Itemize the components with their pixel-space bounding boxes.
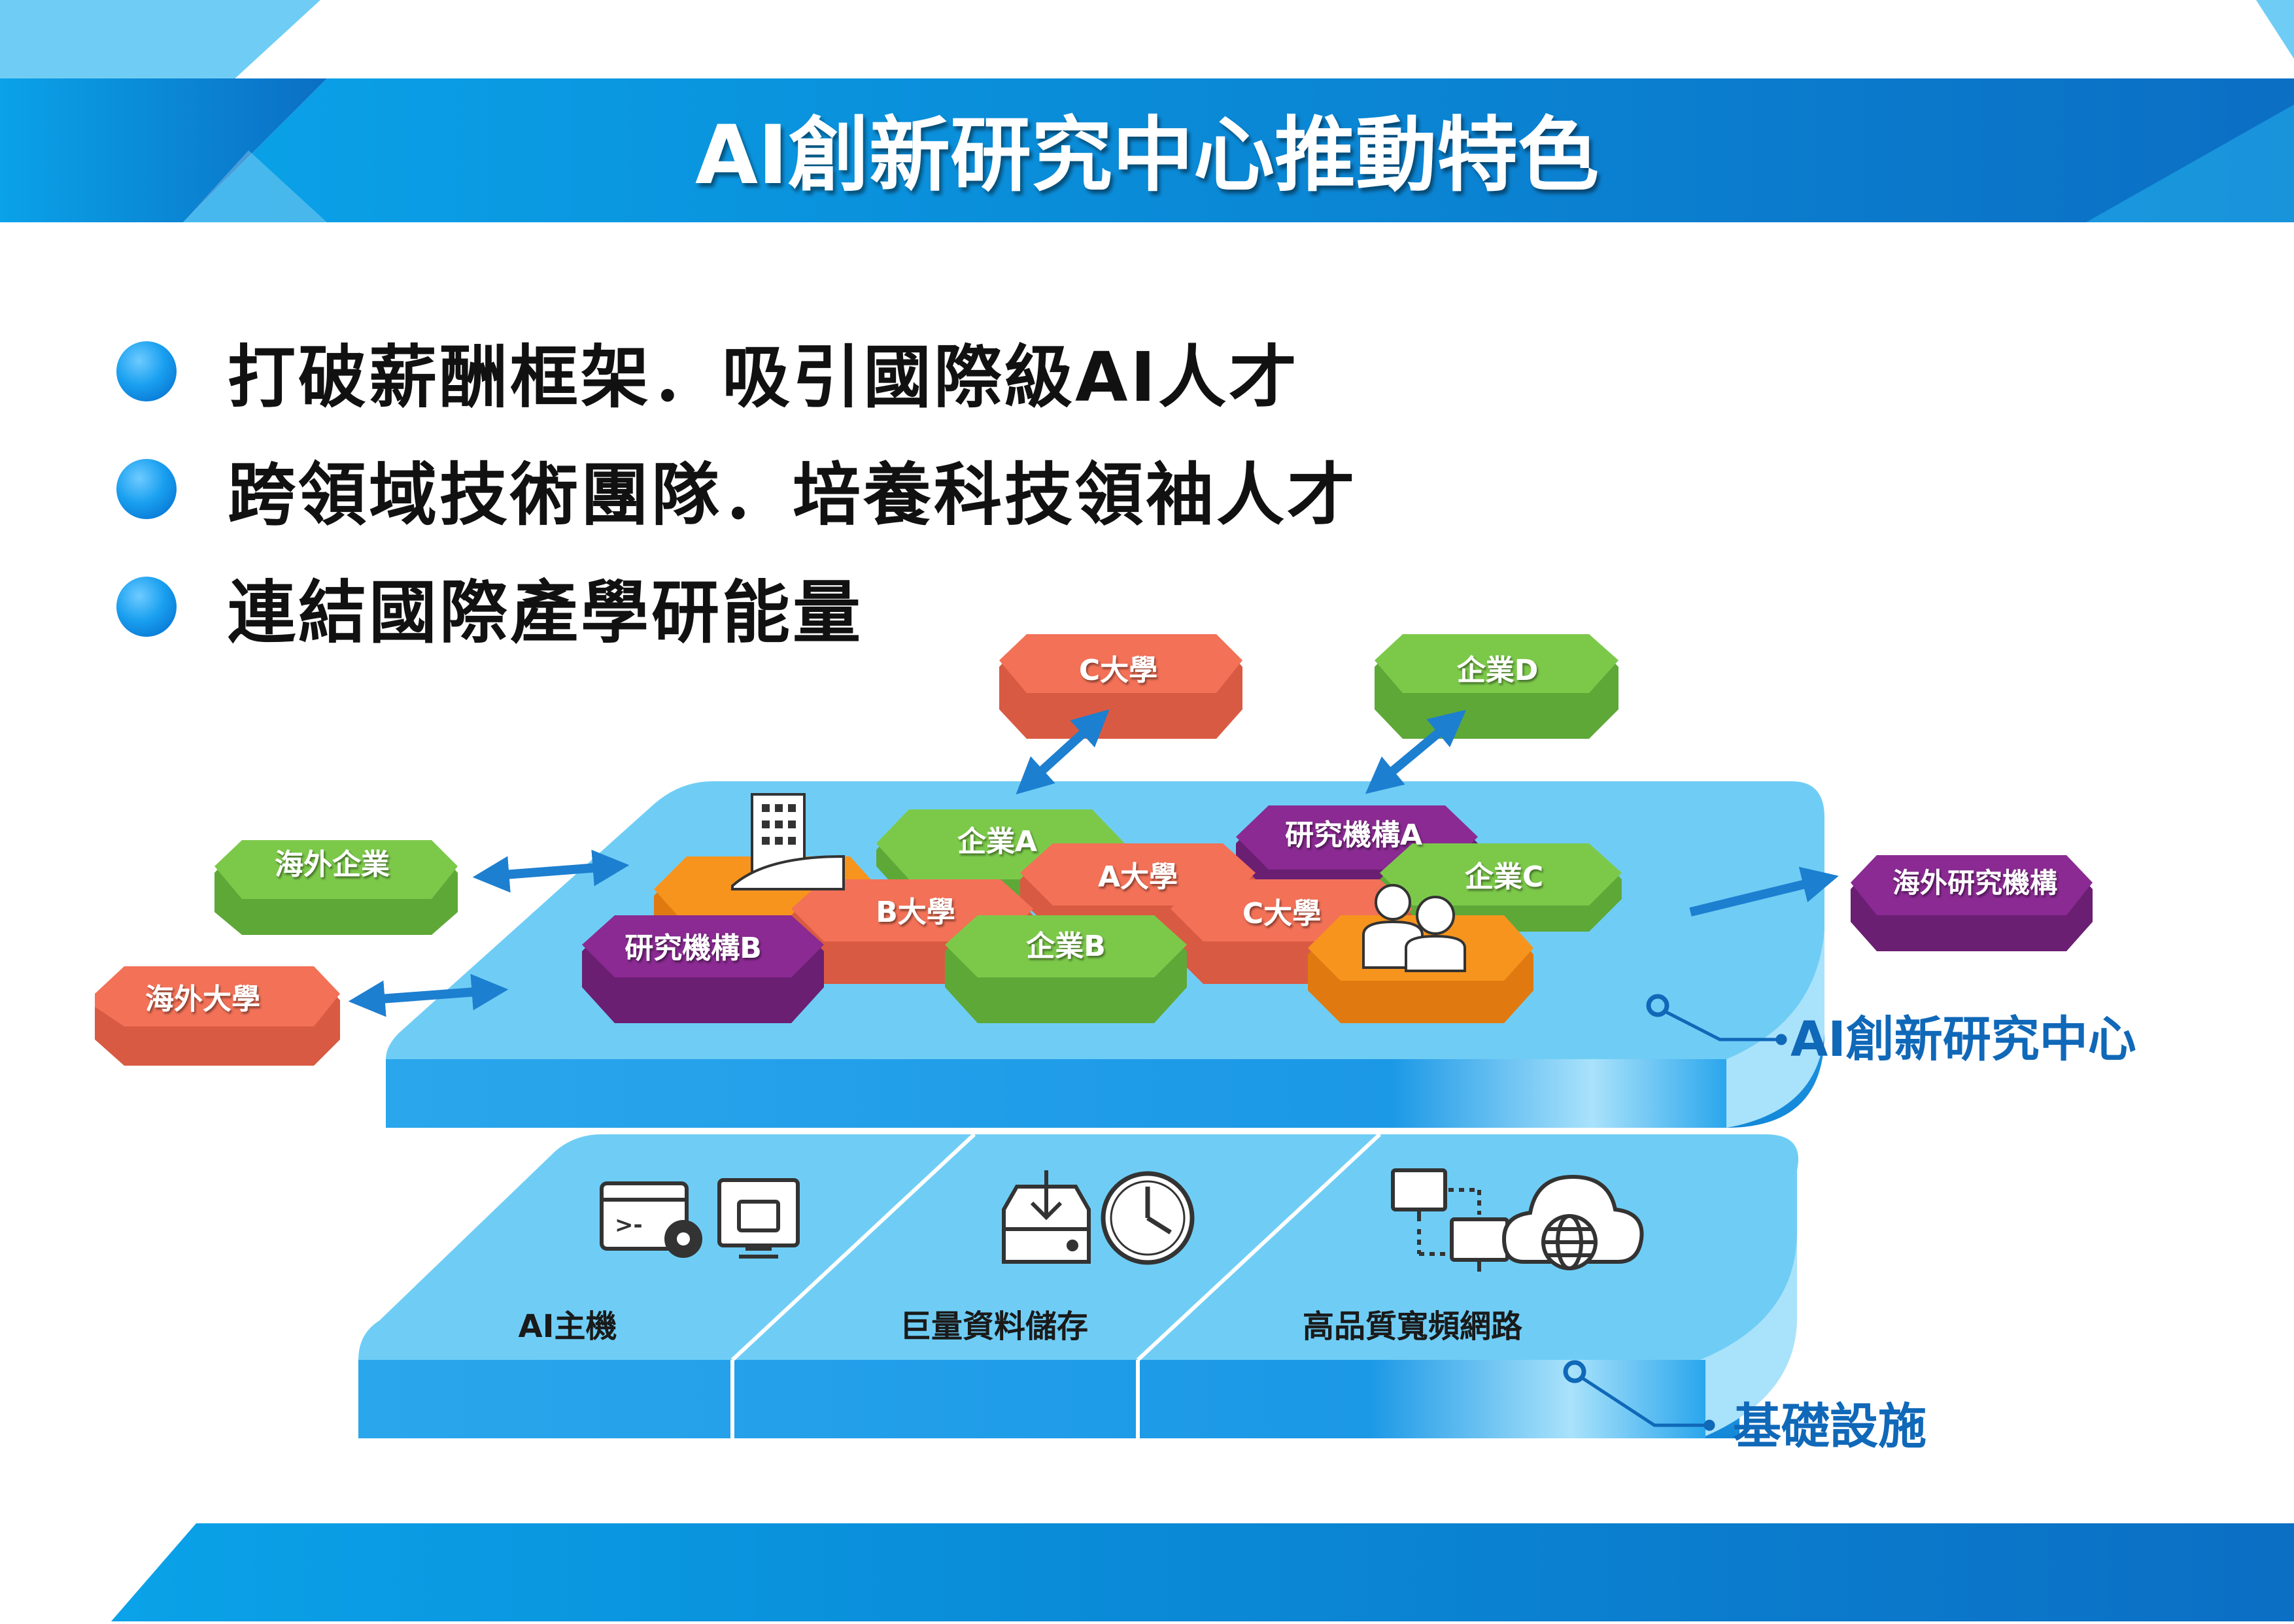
footer-band bbox=[111, 1523, 2294, 1621]
partner-label-university-c: C大學 bbox=[1079, 654, 1157, 687]
arrow-university-c bbox=[1016, 709, 1110, 795]
partner-hex-overseas-university bbox=[95, 966, 340, 1066]
arrow-overseas-institute bbox=[1689, 866, 1839, 917]
bullet-text: 跨領域技術團隊．培養科技領袖人才 bbox=[228, 455, 1358, 535]
bullet-dot-icon bbox=[116, 576, 177, 637]
partner-label-overseas-university: 海外大學 bbox=[145, 983, 260, 1016]
partner-hex-overseas-institute bbox=[1851, 855, 2093, 951]
arrow-overseas-enterprise bbox=[472, 849, 630, 893]
svg-text:>-: >- bbox=[615, 1212, 643, 1238]
infra-label-big-data-storage: 巨量資料儲存 bbox=[900, 1308, 1088, 1345]
infra-label-broadband-network: 高品質寬頻網路 bbox=[1303, 1308, 1523, 1345]
download-box-icon bbox=[1002, 1170, 1091, 1264]
bullet-text: 連結國際產學研能量 bbox=[228, 573, 864, 652]
building-icon bbox=[731, 793, 845, 890]
callout-infrastructure bbox=[1563, 1360, 1715, 1431]
tile-label-university-c: C大學 bbox=[1242, 897, 1321, 930]
bullet-item: 跨領域技術團隊．培養科技領袖人才 bbox=[116, 439, 1358, 538]
infra-label-ai-host: AI主機 bbox=[518, 1308, 617, 1345]
tile-label-institute-a: 研究機構A bbox=[1285, 819, 1422, 852]
arrow-enterprise-d bbox=[1365, 709, 1467, 794]
partner-label-overseas-enterprise: 海外企業 bbox=[275, 848, 390, 881]
network-computers-icon bbox=[1391, 1168, 1509, 1272]
tile-label-institute-b: 研究機構B bbox=[625, 932, 762, 965]
tile-label-university-b: B大學 bbox=[876, 896, 955, 929]
tile-label-enterprise-a: 企業A bbox=[957, 825, 1037, 858]
terminal-gear-icon: >- bbox=[600, 1181, 702, 1258]
partner-hex-overseas-enterprise bbox=[214, 840, 458, 935]
partner-label-enterprise-d: 企業D bbox=[1457, 654, 1539, 687]
monitor-folder-icon bbox=[717, 1178, 800, 1259]
tile-institute-b bbox=[582, 915, 824, 1023]
center-tiles bbox=[582, 805, 1622, 1023]
layer-label-infrastructure: 基礎設施 bbox=[1733, 1398, 1926, 1455]
tile-label-enterprise-c: 企業C bbox=[1465, 860, 1543, 894]
cloud-globe-icon bbox=[1501, 1174, 1644, 1270]
tile-enterprise-b bbox=[945, 915, 1187, 1023]
partner-label-overseas-institute: 海外研究機構 bbox=[1892, 867, 2057, 899]
page-title: AI創新研究中心推動特色 bbox=[695, 109, 1599, 203]
connection-arrows bbox=[348, 709, 1839, 1017]
tile-label-enterprise-b: 企業B bbox=[1026, 930, 1106, 963]
layer-label-center: AI創新研究中心 bbox=[1790, 1011, 2136, 1068]
clock-icon bbox=[1101, 1171, 1195, 1265]
bullet-dot-icon bbox=[116, 458, 177, 519]
arrow-overseas-university bbox=[348, 973, 509, 1017]
people-icon bbox=[1362, 884, 1466, 972]
callout-center bbox=[1646, 994, 1787, 1045]
header-band bbox=[0, 0, 2294, 222]
bullet-text: 打破薪酬框架．吸引國際級AI人才 bbox=[228, 337, 1300, 417]
bullet-dot-icon bbox=[116, 341, 177, 401]
tile-label-university-a: A大學 bbox=[1098, 860, 1178, 894]
bullet-item: 連結國際產學研能量 bbox=[116, 557, 863, 656]
bullet-item: 打破薪酬框架．吸引國際級AI人才 bbox=[116, 322, 1299, 420]
